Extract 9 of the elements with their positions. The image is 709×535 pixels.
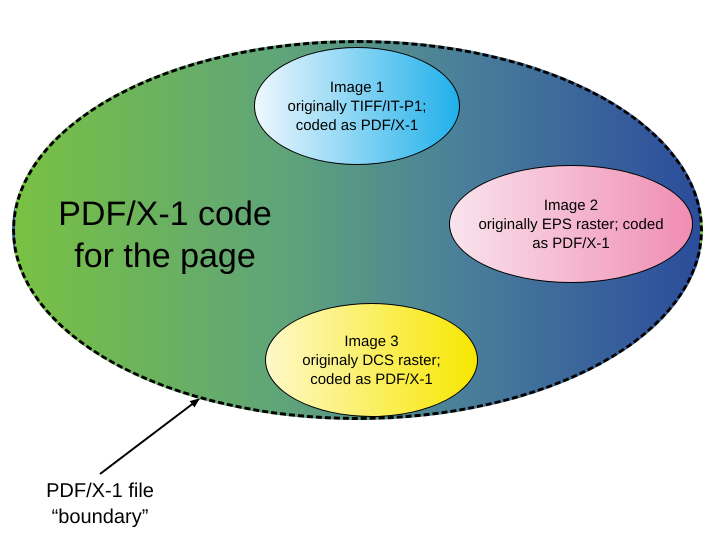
image-description: originaly DCS raster; coded as PDF/X-1 — [301, 350, 442, 388]
image-title: Image 1 — [330, 78, 384, 96]
leader-arrow — [99, 398, 200, 475]
image-description: originally TIFF/IT-P1; coded as PDF/X-1 — [286, 96, 428, 134]
region-label: PDF/X-1 code for the page — [57, 194, 273, 277]
image-title: Image 3 — [344, 332, 399, 350]
callout-label: PDF/X-1 file “boundary” — [10, 478, 190, 534]
image-title: Image 2 — [544, 196, 598, 214]
image-description: originally EPS raster; coded as PDF/X-1 — [477, 214, 665, 252]
